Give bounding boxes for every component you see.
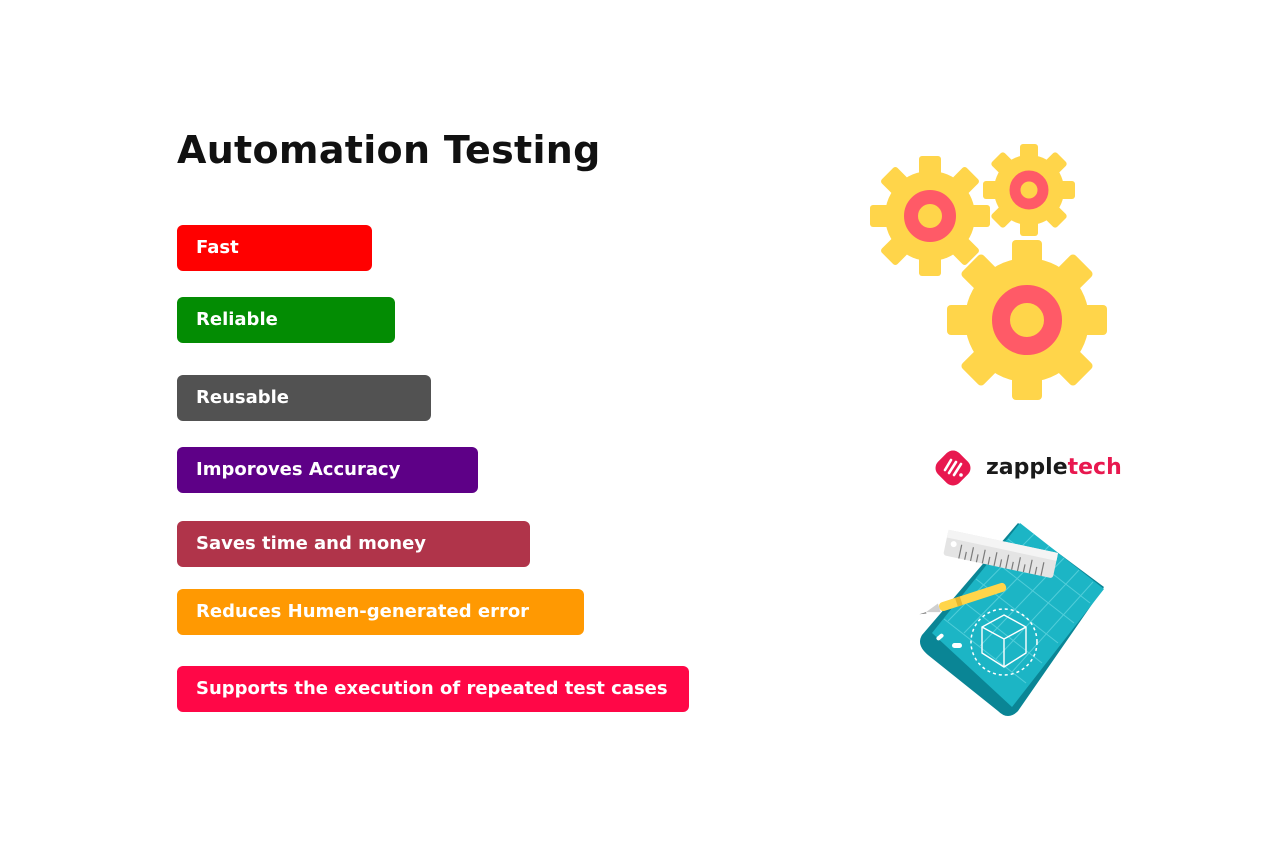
zappletech-wordmark: zappletech — [986, 449, 1122, 487]
gears-icon — [870, 144, 1107, 400]
bar-reusable: Reusable — [177, 375, 431, 421]
bar-repeated-test-cases: Supports the execution of repeated test … — [177, 666, 689, 712]
bar-improves-accuracy: Imporoves Accuracy — [177, 447, 478, 493]
bar-reliable: Reliable — [177, 297, 395, 343]
page-title: Automation Testing — [177, 128, 601, 172]
zappletech-logo: zappletech — [931, 446, 1122, 492]
bar-fast: Fast — [177, 225, 372, 271]
bar-saves-time-money: Saves time and money — [177, 521, 530, 567]
logo-text-tech: tech — [1067, 455, 1122, 480]
zappletech-logo-icon — [935, 450, 971, 486]
logo-text-zapple: zapple — [986, 455, 1068, 480]
blueprint-ruler-pen-icon — [919, 523, 1104, 716]
bar-reduces-error: Reduces Humen-generated error — [177, 589, 584, 635]
